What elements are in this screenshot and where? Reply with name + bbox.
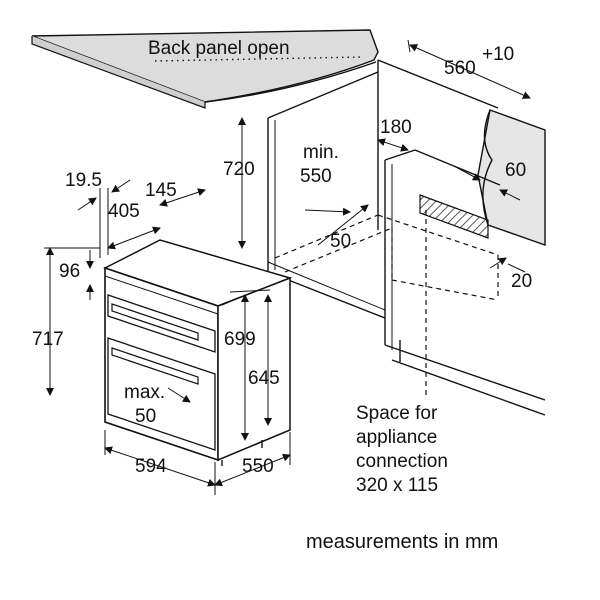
caption-line-1: Space for [356, 403, 438, 424]
lower-door-handle [111, 347, 199, 385]
worktop [31, 29, 379, 109]
oven-appliance [103, 239, 293, 466]
dim-180: 180 [380, 117, 412, 138]
caption-line-2: appliance [356, 427, 437, 448]
dim-60: 60 [505, 160, 526, 181]
dim-145: 145 [145, 180, 177, 201]
dim-550: 550 [242, 456, 274, 477]
side-panel [477, 109, 546, 246]
dim-96: 96 [59, 261, 80, 282]
min-label: min. [303, 142, 339, 163]
dim-717: 717 [32, 329, 64, 350]
max-label: max. [124, 382, 165, 403]
dim-560: 560 [444, 58, 476, 79]
connection-caption: Space for appliance connection 320 x 115 [356, 403, 448, 496]
dim-699: 699 [224, 329, 256, 350]
upper-door [107, 294, 216, 353]
dim-405: 405 [108, 201, 140, 222]
connection-space [419, 194, 489, 395]
dim-594: 594 [135, 456, 167, 477]
dim-50: 50 [330, 231, 351, 252]
niche-cabinet [267, 59, 546, 416]
back-panel-label: Back panel open [148, 38, 290, 59]
units-note: measurements in mm [306, 531, 498, 553]
dim-560-tolerance: +10 [482, 44, 514, 65]
dimension-lines [44, 39, 531, 495]
upper-door-handle [111, 303, 199, 341]
max-value: 50 [135, 406, 156, 427]
caption-line-3: connection [356, 451, 448, 472]
dim-19-5: 19.5 [65, 170, 102, 191]
dim-720: 720 [223, 159, 255, 180]
caption-line-4: 320 x 115 [356, 475, 438, 496]
dim-645: 645 [248, 368, 280, 389]
dim-20: 20 [511, 271, 532, 292]
min-value: 550 [300, 166, 332, 187]
dimension-texts: Back panel open 560 +10 720 min. 550 180… [32, 38, 532, 477]
